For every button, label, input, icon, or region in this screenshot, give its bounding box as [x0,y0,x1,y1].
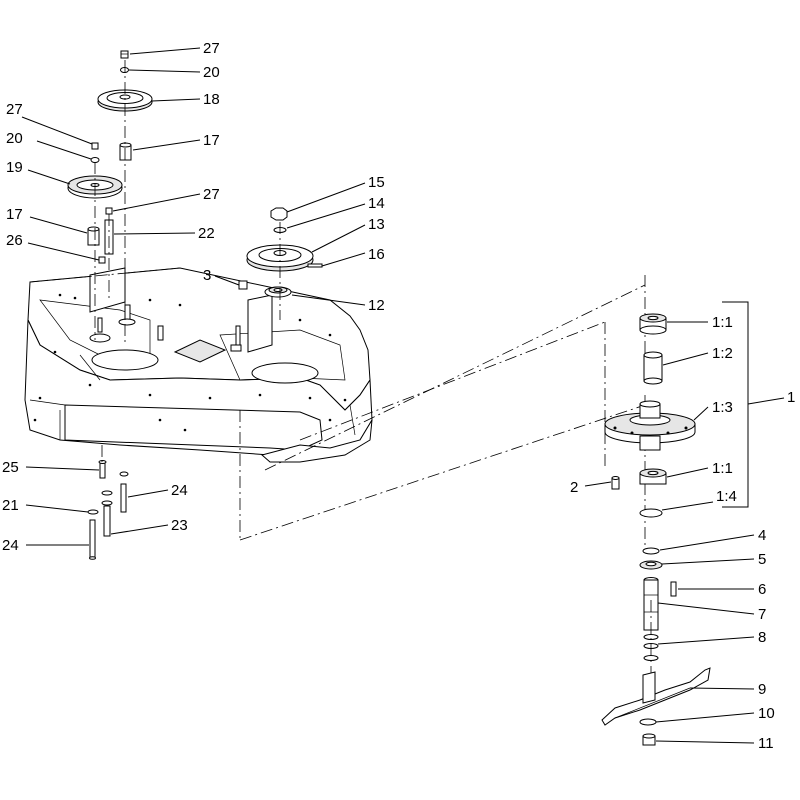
callout-1-3: 1:3 [712,399,733,416]
callout-15: 15 [368,174,385,191]
callout-11: 11 [758,735,774,752]
callout-1: 1 [787,389,795,406]
group-bracket [722,301,749,508]
callout-16: 16 [368,246,385,263]
shaft-key [670,581,677,597]
callout-2: 2 [570,479,578,496]
blade-bolt [642,733,656,746]
callout-7: 7 [758,606,766,623]
bearing-center [264,286,292,298]
nut-top [270,207,288,221]
callout-27: 27 [6,101,23,118]
callout-25: 25 [2,459,19,476]
callout-14: 14 [368,195,385,212]
callout-5: 5 [758,551,766,568]
spindle-spacer [643,351,663,385]
washer-top [120,67,129,73]
callout-12: 12 [368,297,385,314]
bolt-25 [99,461,106,479]
center-pulley-stack [238,207,323,320]
callout-1-4: 1:4 [716,488,737,505]
pin-23 [103,505,111,537]
bolt-spacer [105,207,113,215]
callout-23: 23 [171,517,188,534]
bolt-top [120,50,129,59]
callout-4: 4 [758,527,766,544]
callout-20: 20 [6,130,23,147]
seal [642,547,660,555]
bearing-upper [639,313,667,335]
spindle-washer [639,560,663,570]
callout-1-1: 1:1 [712,314,733,331]
callout-13: 13 [368,216,385,233]
callout-10: 10 [758,705,775,722]
spacer-left [87,226,100,246]
callout-8: 8 [758,629,766,646]
deck-holes [33,293,347,432]
bearing-lower [639,468,667,485]
pin-24-left [89,519,96,559]
spindle-housing [604,400,696,451]
nut-center [238,280,248,290]
pulley-key [307,263,323,268]
callout-27: 27 [203,40,220,57]
blade-washer [639,718,657,726]
callout-26: 26 [6,232,23,249]
callout-1-2: 1:2 [712,345,733,362]
spacer-right [119,142,132,161]
callout-24: 24 [171,482,188,499]
washer-21 [87,509,99,515]
callout-1-1: 1:1 [712,460,733,477]
mower-deck-housing [24,267,373,463]
callout-3: 3 [203,267,211,284]
callout-labels: 27 20 18 27 20 17 19 27 17 22 26 15 14 1… [2,40,795,752]
bolt-left [91,142,99,150]
callout-20: 20 [203,64,220,81]
spindle-assembly [601,313,711,746]
callout-22: 22 [198,225,215,242]
pin-24-right [120,483,127,513]
leader-lines [21,47,755,744]
callout-17: 17 [6,206,23,223]
grease-fitting [611,476,620,490]
callout-6: 6 [758,581,766,598]
callout-27: 27 [203,186,220,203]
callout-17: 17 [203,132,220,149]
washer-left [90,157,100,163]
callout-24: 24 [2,537,19,554]
callout-9: 9 [758,681,766,698]
callout-21: 21 [2,497,19,514]
mower-blade [601,667,711,726]
lower-hardware [87,445,129,560]
callout-18: 18 [203,91,220,108]
callout-19: 19 [6,159,23,176]
snap-ring [639,508,663,518]
washer-8c [643,655,659,661]
nut-left [98,256,106,264]
left-idler-stack [67,50,153,345]
